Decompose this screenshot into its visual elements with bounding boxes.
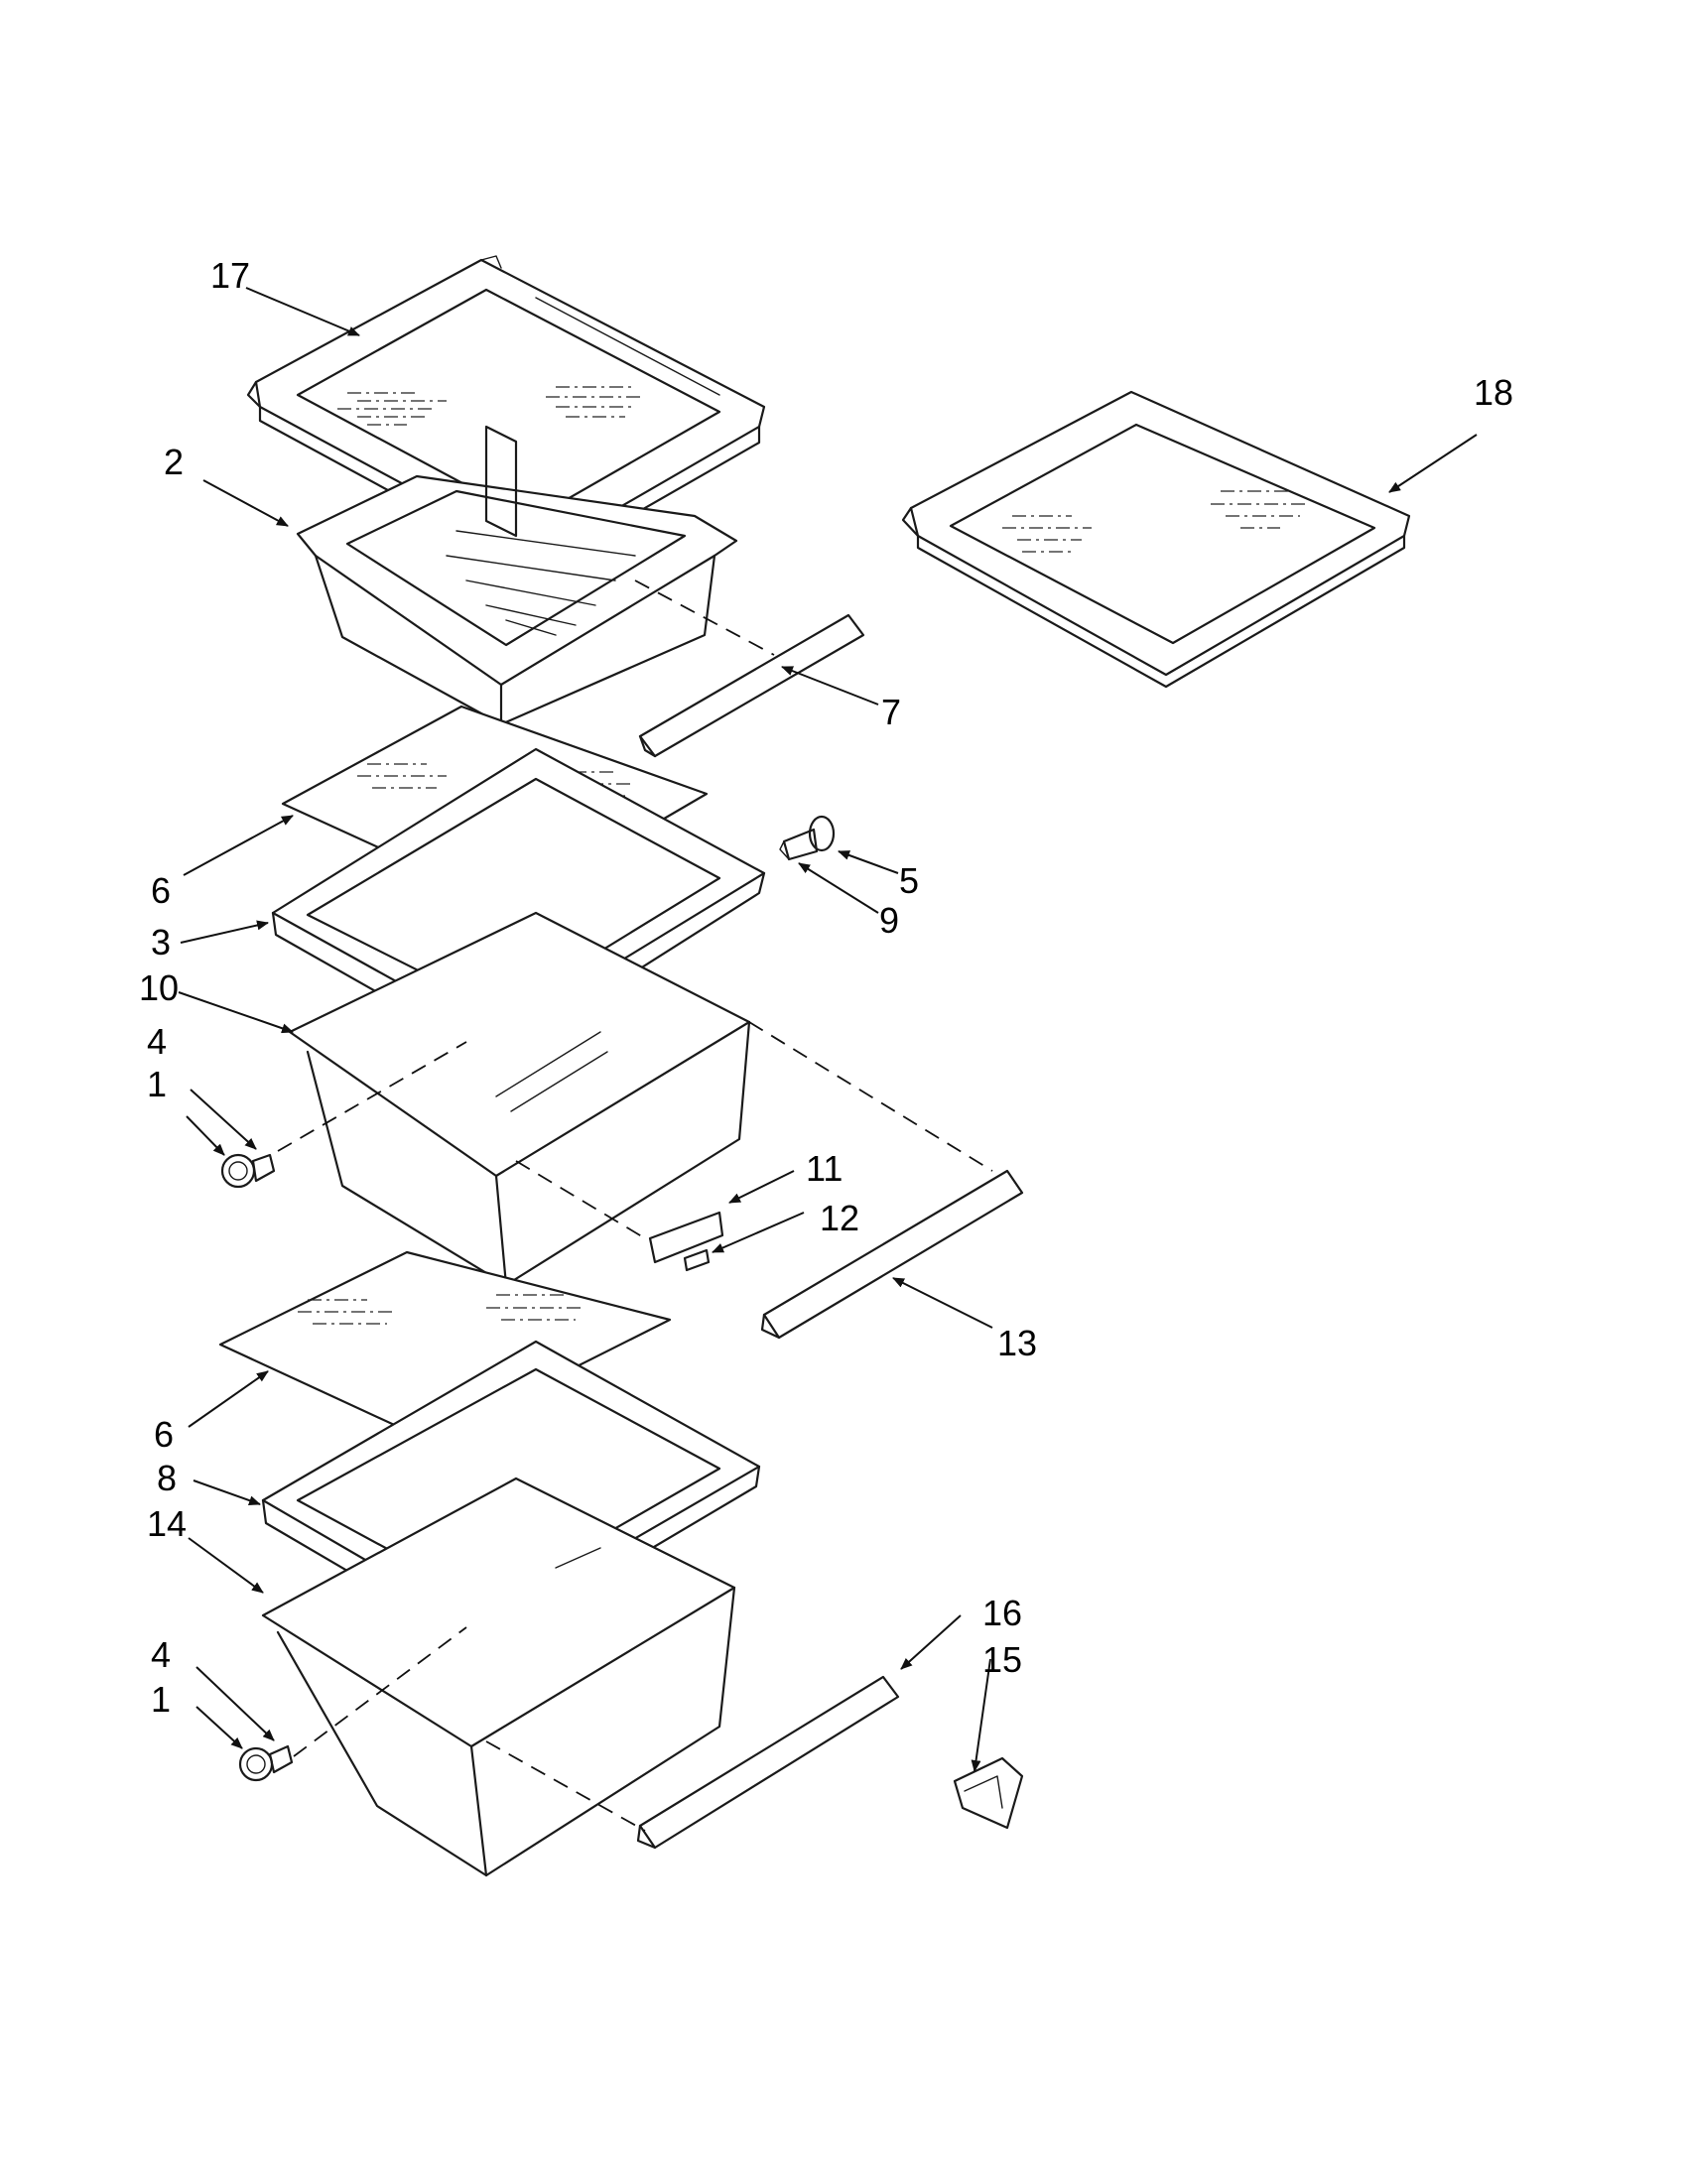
dashed-guide-roller-lower — [293, 1626, 467, 1757]
dashed-guide-7 — [634, 579, 775, 656]
trim-16 — [636, 1675, 900, 1850]
callout-labels: 17 2 18 7 6 3 5 9 10 4 1 11 12 13 6 8 14… — [139, 255, 1513, 1720]
crisper-drawer-14 — [261, 1477, 736, 1877]
callout-4-lower: 4 — [151, 1634, 171, 1675]
callout-7: 7 — [881, 692, 901, 732]
callout-1-upper: 1 — [147, 1064, 167, 1104]
callout-11: 11 — [806, 1148, 843, 1189]
callout-5: 5 — [899, 860, 919, 901]
bracket-11-12 — [648, 1211, 724, 1272]
trim-13 — [760, 1169, 1024, 1340]
dashed-guide-11 — [515, 1160, 646, 1239]
callout-6-upper: 6 — [151, 870, 171, 911]
callout-13: 13 — [997, 1323, 1037, 1363]
crisper-drawer-2 — [296, 425, 738, 726]
dashed-guide-16 — [485, 1740, 646, 1832]
leader-lines — [178, 287, 1478, 1772]
callout-1-lower: 1 — [151, 1679, 171, 1720]
roller-4-1-upper — [220, 1153, 276, 1189]
callout-15: 15 — [982, 1639, 1022, 1680]
shelf-18 — [901, 390, 1411, 689]
callout-6-lower: 6 — [154, 1414, 174, 1455]
glass-shelf-6-lower — [218, 1250, 672, 1443]
bracket-15 — [953, 1756, 1024, 1830]
dashed-guide-roller-upper — [277, 1041, 467, 1152]
dashed-guide-13 — [748, 1021, 993, 1172]
callout-14: 14 — [147, 1503, 187, 1544]
callout-17: 17 — [210, 255, 250, 296]
callout-10: 10 — [139, 967, 179, 1008]
trim-7 — [638, 613, 865, 758]
callout-3: 3 — [151, 922, 171, 963]
callout-2: 2 — [164, 442, 184, 482]
roller-4-1-lower — [238, 1744, 294, 1782]
roller-5-screw-9 — [779, 815, 836, 861]
callout-16: 16 — [982, 1593, 1022, 1633]
callout-9: 9 — [879, 900, 899, 941]
callout-12: 12 — [820, 1198, 859, 1238]
callout-18: 18 — [1474, 372, 1513, 413]
callout-8: 8 — [157, 1458, 177, 1498]
callout-4-upper: 4 — [147, 1021, 167, 1062]
